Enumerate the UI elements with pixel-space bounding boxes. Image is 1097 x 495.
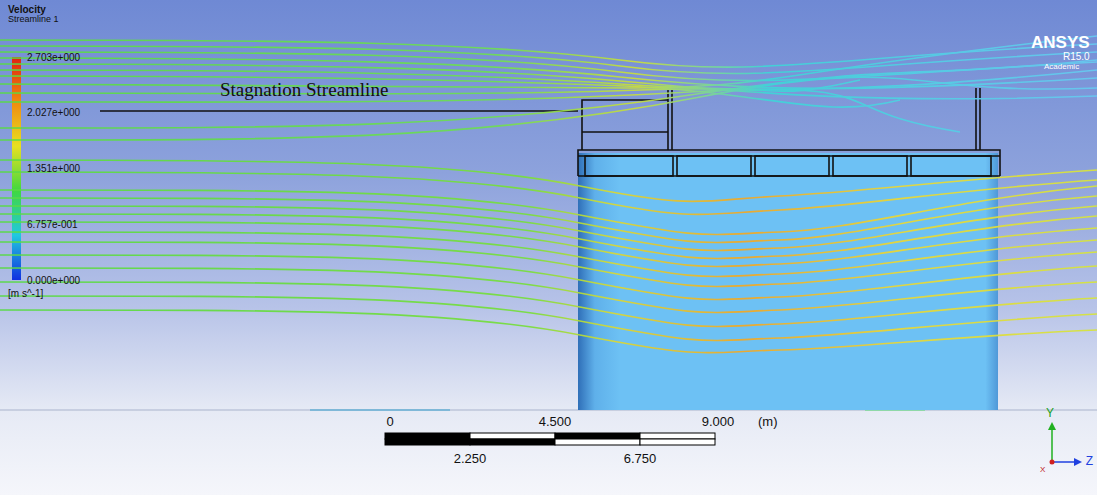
watermark: ANSYS <box>1031 34 1090 53</box>
scale-value: 0 <box>386 415 393 429</box>
axis-label: Y <box>1046 407 1054 420</box>
callout-label: Stagnation Streamline <box>220 80 388 101</box>
legend-value: 6.757e-001 <box>27 219 78 230</box>
legend-subtitle: Streamline 1 <box>8 15 59 25</box>
scale-value: 9.000 <box>702 415 735 429</box>
axis-triad <box>1048 422 1082 466</box>
scale-value: 4.500 <box>539 415 572 429</box>
color-bar <box>12 57 21 280</box>
ground-mark <box>310 409 450 411</box>
legend-title: Velocity <box>8 4 46 15</box>
streamlines-lower <box>0 160 1097 353</box>
axis-label: Z <box>1086 455 1093 468</box>
legend-value: 0.000e+000 <box>27 275 80 286</box>
streamlines-upper <box>0 36 1097 140</box>
legend-value: 2.703e+000 <box>27 52 80 63</box>
watermark: R15.0 <box>1063 51 1090 62</box>
axis-label: X <box>1040 466 1045 475</box>
scale-value: 2.250 <box>454 452 487 466</box>
scale-value: 6.750 <box>624 452 657 466</box>
watermark: Academic <box>1044 63 1079 72</box>
legend-value: 1.351e+000 <box>27 163 80 174</box>
legend-unit: [m s^-1] <box>8 288 43 299</box>
scale-bar <box>385 433 715 445</box>
scale-unit: (m) <box>758 415 778 429</box>
stagnation-line <box>100 110 578 112</box>
legend-value: 2.027e+000 <box>27 107 80 118</box>
